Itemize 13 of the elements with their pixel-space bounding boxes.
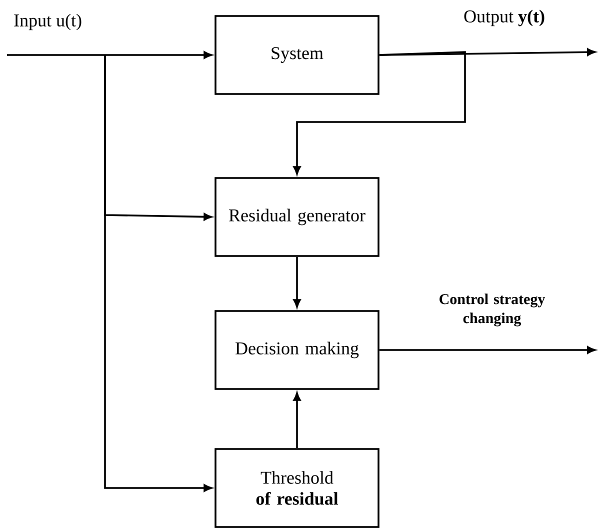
edge-label: Control strategy changing xyxy=(440,294,546,326)
process-box: Decision making xyxy=(214,310,380,390)
arrow xyxy=(293,51,466,175)
edge-label: Output y(t) xyxy=(464,10,544,26)
process-box: Residual generator xyxy=(214,177,380,257)
process-box: System xyxy=(214,15,380,95)
arrow xyxy=(293,256,301,308)
arrow xyxy=(104,55,212,492)
arrow xyxy=(379,346,596,354)
process-box: Threshold of residual xyxy=(214,448,380,528)
arrow xyxy=(7,51,212,59)
edge-label: Input u(t) xyxy=(14,14,82,30)
arrow xyxy=(293,392,301,448)
